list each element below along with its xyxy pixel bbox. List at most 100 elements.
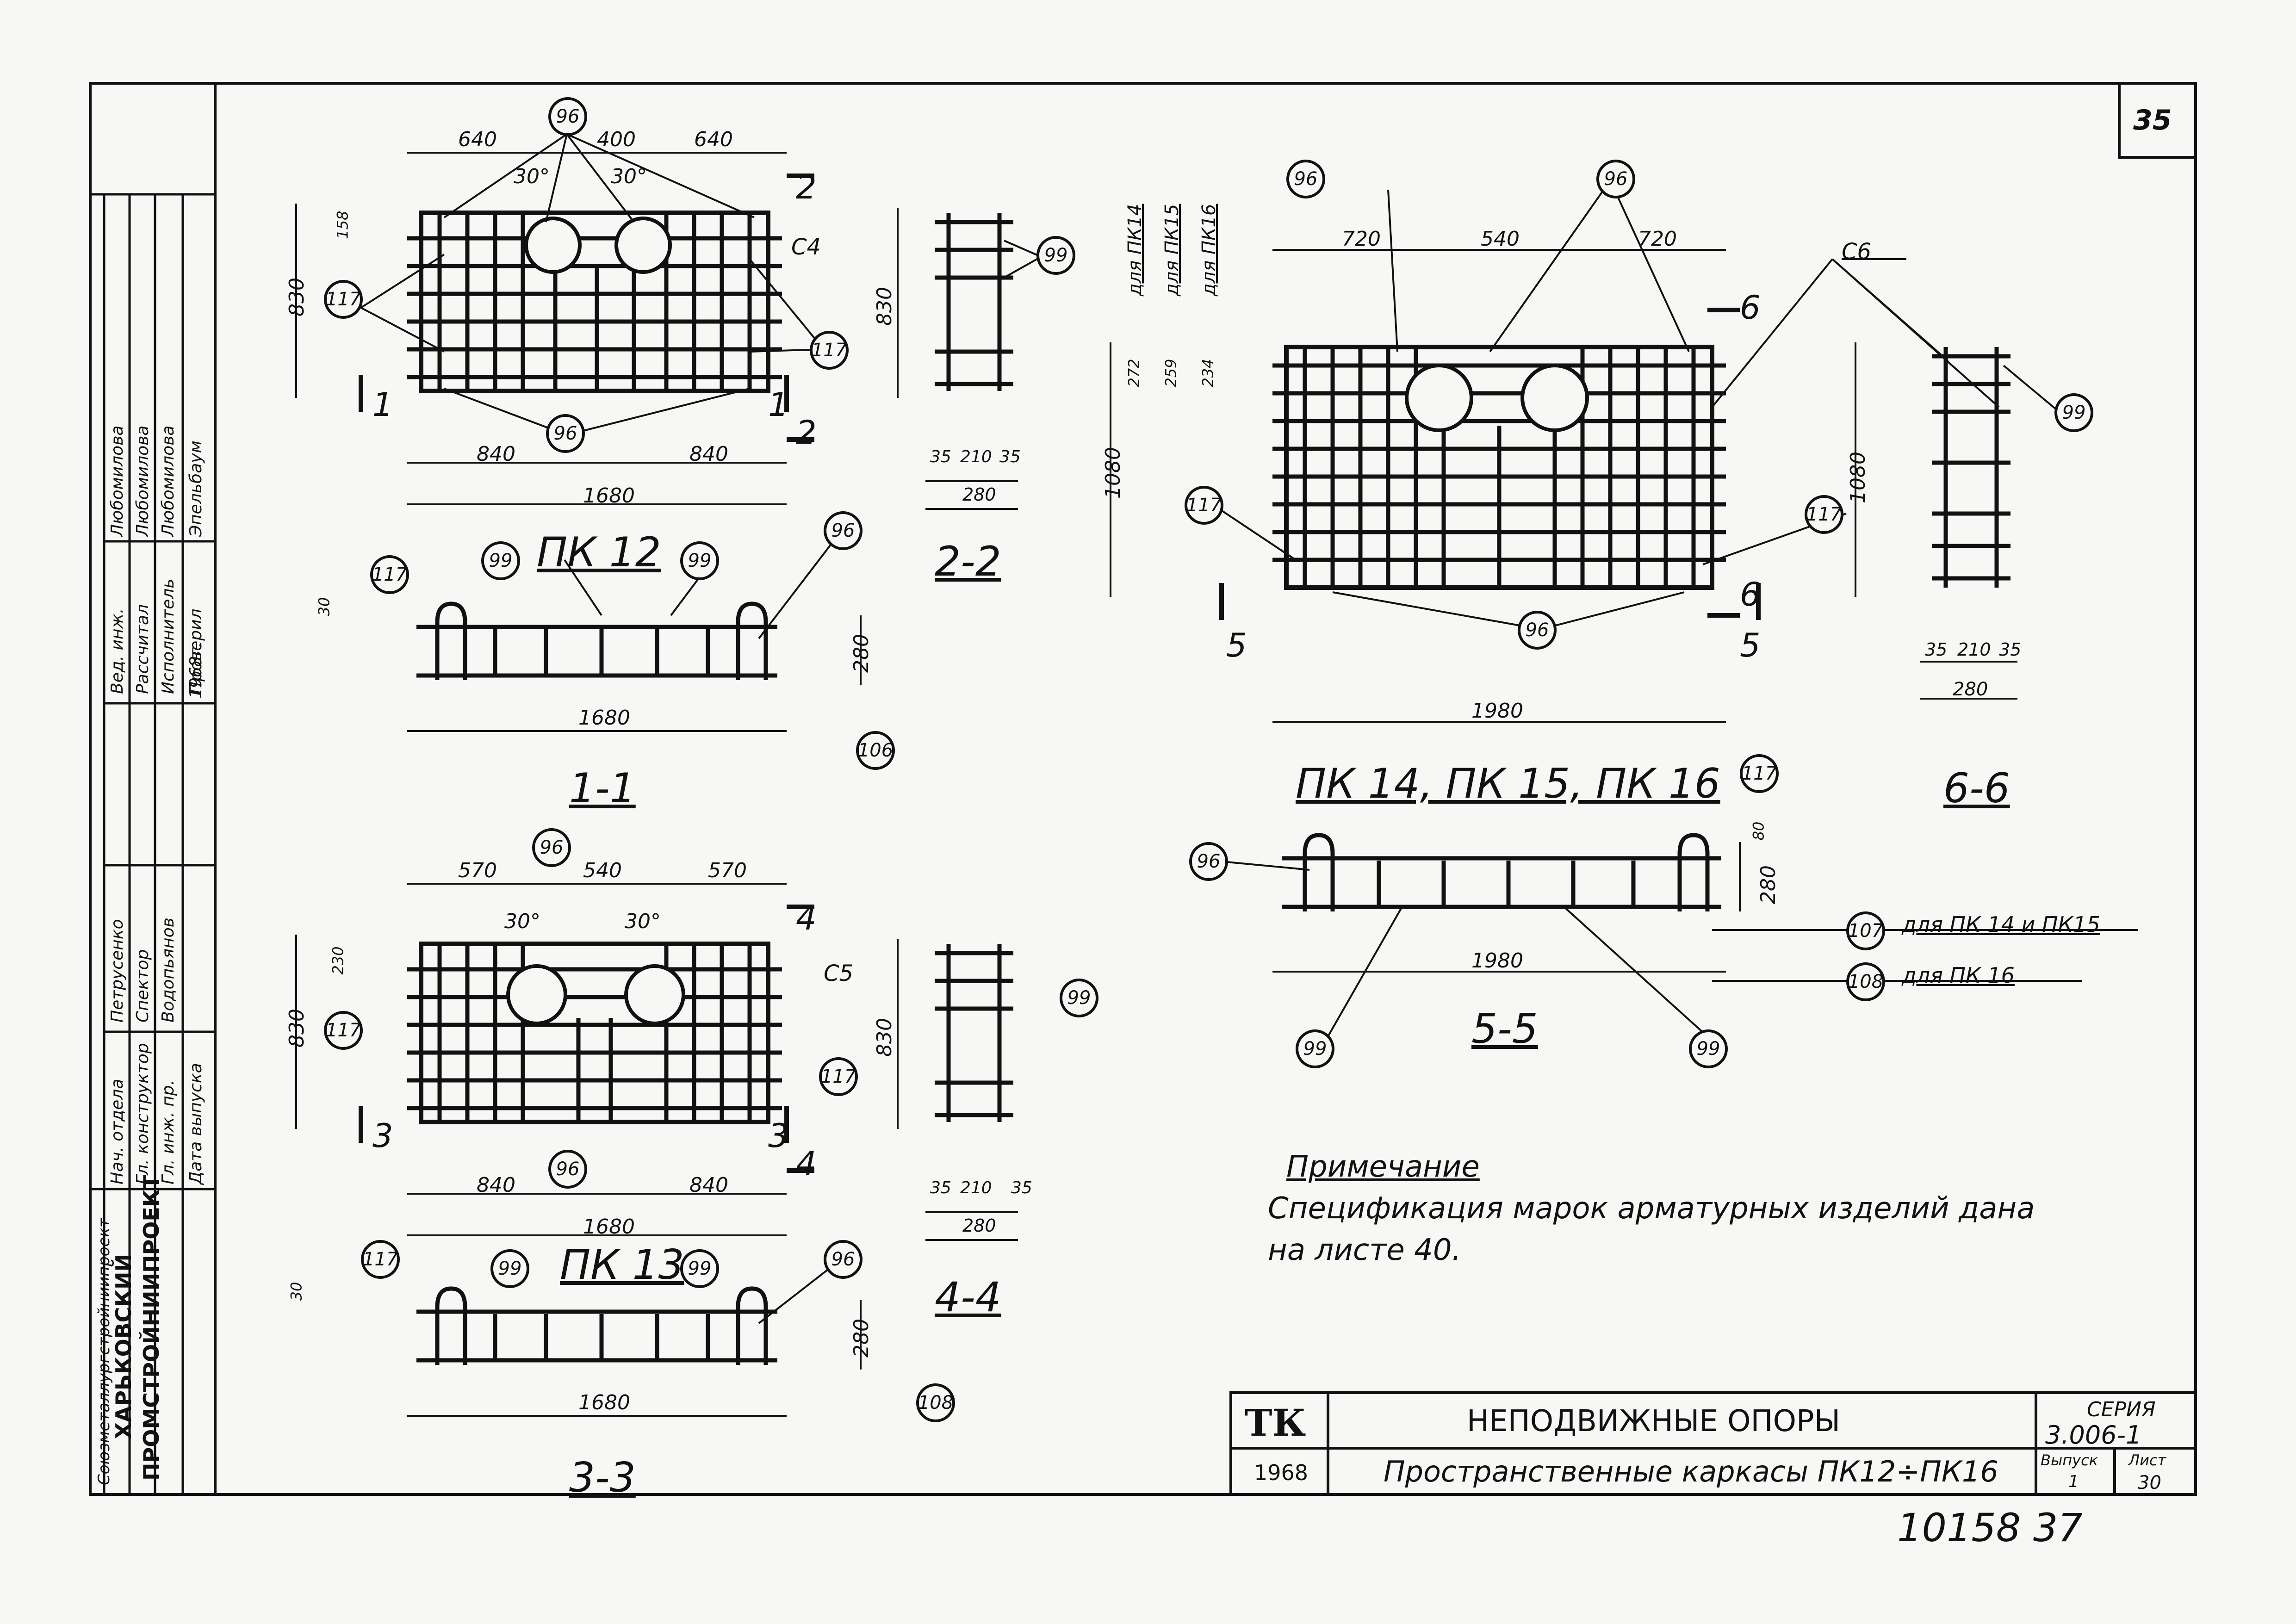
callout-117: 117 (361, 1240, 400, 1279)
pk12-plan (407, 211, 782, 393)
dim-pk13-angle: 30° (625, 910, 661, 933)
stamp-row-name: Любомилова (159, 425, 178, 537)
stamp-row-position: Рассчитал (133, 604, 152, 694)
stamp-org-name: ПРОМСТРОЙНИИПРОЕКТ (139, 1175, 164, 1481)
dim-pk12-top-mid: 400 (597, 128, 636, 151)
dim-pk12-angle: 30° (514, 165, 550, 188)
dim-2-2-b: 210 (960, 447, 992, 466)
callout-99: 99 (680, 541, 719, 580)
cut-1: 1 (768, 386, 789, 424)
title-block-subtitle: Пространственные каркасы ПК12÷ПК16 (1384, 1455, 1998, 1488)
stamp-row-position: Гл. конструктор (133, 1043, 152, 1184)
cut-4: 4 (796, 899, 817, 937)
callout-96: 96 (824, 1240, 863, 1279)
callout-99: 99 (1296, 1029, 1334, 1068)
dim-4-4-height: 830 (872, 1018, 896, 1057)
stamp-row-position: Нач. отдела (108, 1079, 127, 1184)
dim-pk14-top-left: 720 (1342, 227, 1381, 251)
callout-96: 96 (1189, 842, 1228, 881)
dim-6-6-a: 35 (1925, 639, 1948, 660)
dim-2-2-height: 830 (872, 287, 896, 326)
callout-99: 99 (481, 541, 520, 580)
dim-pk12-top-right: 640 (694, 128, 733, 151)
dim-pk12-small: 158 (334, 211, 352, 239)
stamp-row-position: Вед. инж. (108, 608, 127, 694)
cut-1: 1 (372, 386, 393, 424)
inventory-code: 10158 37 (1897, 1505, 2083, 1550)
callout-96: 96 (1596, 160, 1635, 198)
caption-section-6-6: 6-6 (1943, 764, 2010, 812)
title-block-title: НЕПОДВИЖНЫЕ ОПОРЫ (1467, 1404, 1841, 1438)
caption-section-5-5: 5-5 (1471, 1005, 1538, 1053)
caption-section-1-1: 1-1 (569, 764, 636, 812)
dim-pk13-top-right: 570 (708, 859, 747, 882)
callout-117: 117 (819, 1057, 858, 1096)
callout-117: 117 (1185, 486, 1223, 525)
dim-2-2-c: 35 (999, 447, 1021, 466)
caption-pk12: ПК 12 (537, 528, 661, 576)
callout-117: 117 (1805, 495, 1843, 534)
dim-pk14-height: 1080 (1101, 447, 1125, 499)
note-107: для ПК 14 и ПК15 (1902, 912, 2100, 937)
dim-pk13-height: 830 (285, 1009, 309, 1048)
callout-96: 96 (546, 414, 585, 453)
callout-96: 96 (548, 97, 587, 136)
stamp-row-name: Эпельбаум (186, 440, 205, 537)
stamp-row-name: Водопьянов (159, 917, 178, 1023)
cut-2: 2 (796, 414, 817, 452)
cut-5: 5 (1226, 626, 1247, 664)
cut-2: 2 (796, 168, 817, 206)
dim-1-1-top: 30 (315, 597, 333, 616)
callout-99: 99 (1060, 979, 1098, 1017)
dim-1-1-length: 1680 (578, 706, 630, 730)
callout-96: 96 (824, 511, 863, 550)
callout-117: 117 (370, 555, 409, 594)
dim-pk13-bot-left: 840 (477, 1173, 515, 1197)
dim-5-5-height: 280 (1756, 865, 1780, 904)
stamp-org-city: ХАРЬКОВСКИЙ (111, 1254, 136, 1439)
stamp-row-position: Исполнитель (159, 578, 178, 694)
sheet-label: Лист (2128, 1451, 2166, 1469)
callout-96: 96 (532, 828, 571, 867)
stamp-grid (90, 193, 215, 1494)
dim-pk13-small: 230 (329, 946, 347, 975)
pk13-plan (407, 942, 782, 1124)
label-for-pk16: для ПК16 (1198, 204, 1220, 296)
sheet-value: 30 (2138, 1472, 2161, 1494)
mark-c6: С6 (1842, 239, 1872, 265)
callout-117: 117 (324, 280, 363, 319)
callout-117: 117 (810, 331, 849, 370)
dim-pk14-h3: 234 (1199, 359, 1217, 387)
cut-3: 3 (372, 1117, 393, 1155)
dim-pk12-total: 1680 (583, 484, 635, 508)
cut-3: 3 (768, 1117, 789, 1155)
stamp-row-name: Спектор (133, 949, 152, 1023)
dim-4-4-w: 280 (962, 1215, 996, 1236)
elevation-sections (416, 601, 1721, 1365)
dim-5-5-length: 1980 (1471, 949, 1523, 973)
label-for-pk14: для ПК14 (1124, 204, 1146, 296)
note-108: для ПК 16 (1902, 963, 2015, 988)
mark-c4: С4 (791, 234, 821, 260)
cut-5: 5 (1740, 626, 1761, 664)
caption-section-4-4: 4-4 (935, 1273, 1001, 1321)
cut-6: 6 (1740, 576, 1761, 614)
dim-3-3-height: 280 (849, 1319, 873, 1357)
dim-pk12-bot-left: 840 (477, 442, 515, 466)
dim-pk13-total: 1680 (583, 1215, 635, 1239)
callout-107: 107 (1846, 911, 1885, 950)
dim-2-2-w: 280 (962, 484, 996, 505)
dim-6-6-c: 35 (1999, 639, 2022, 660)
caption-pk14-16: ПК 14, ПК 15, ПК 16 (1296, 760, 1720, 807)
title-block-logo: ТК (1245, 1401, 1306, 1444)
pk14-16-plan (1272, 345, 1726, 590)
dim-3-3-length: 1680 (578, 1391, 630, 1414)
callout-99: 99 (2054, 393, 2093, 432)
mark-c5: С5 (824, 961, 854, 986)
callout-99: 99 (1689, 1029, 1728, 1068)
stamp-org-top: Союзметаллургстройниипроект (95, 1218, 113, 1485)
section-cut-markers (359, 174, 1761, 1173)
dim-2-2-a: 35 (930, 447, 951, 466)
dim-pk13-bot-right: 840 (689, 1173, 728, 1197)
cut-4: 4 (796, 1145, 817, 1183)
